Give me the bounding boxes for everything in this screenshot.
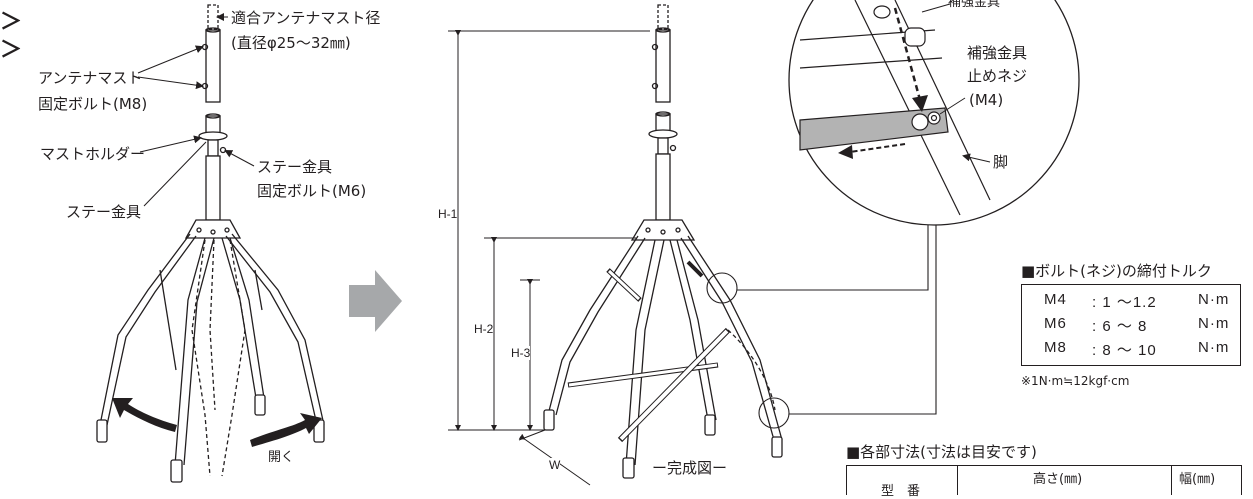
detail-circle <box>788 0 1080 226</box>
mark-2: ＞ <box>0 38 23 63</box>
torque-row: M4 : 1 〜1.2 N·m <box>1022 291 1240 313</box>
dimensions-heading: ■各部寸法(寸法は目安です) <box>846 443 1037 461</box>
transition-arrow <box>349 270 402 332</box>
col-width-header: 幅(㎜) <box>1179 472 1216 487</box>
right-stand <box>543 4 783 479</box>
mast-holder-label: マストホルダー <box>40 145 146 163</box>
mast-bolt-label-2: 固定ボルト(M8) <box>38 95 148 113</box>
open-label: 開く <box>268 450 295 465</box>
mast-bolt-label-1: アンテナマスト <box>38 69 143 87</box>
torque-size: M8 <box>1044 339 1067 356</box>
mast-diameter-label: 適合アンテナマスト径 <box>231 9 381 27</box>
reinforce-screw-label-3: (M4) <box>969 91 1004 109</box>
torque-heading: ■ボルト(ネジ)の締付トルク <box>1021 262 1212 280</box>
dim-h3-label: H-3 <box>511 346 531 360</box>
leg-label: 脚 <box>993 153 1009 171</box>
torque-row: M8 : 8 〜 10 N·m <box>1022 339 1240 361</box>
torque-size: M4 <box>1044 291 1067 308</box>
torque-value: : 8 〜 10 <box>1092 342 1157 359</box>
stay-fitting-label: ステー金具 <box>66 203 142 221</box>
stay-bolt-label-1: ステー金具 <box>257 158 333 176</box>
diagram-drawing <box>96 0 1080 486</box>
torque-unit: N·m <box>1198 315 1230 332</box>
callouts <box>706 225 937 429</box>
torque-value: : 6 〜 8 <box>1092 318 1148 335</box>
dimensions-table: 型 番 高さ(㎜) 幅(㎜) <box>846 465 1242 499</box>
left-leaders <box>137 13 255 207</box>
torque-note: ※1N·m≒12kgf·cm <box>1021 374 1130 388</box>
reinforce-top-label: 補強金具 <box>948 0 1001 10</box>
mast-diameter-value: (直径φ25〜32㎜) <box>231 34 351 52</box>
dim-h2-label: H-2 <box>474 322 494 336</box>
reinforce-screw-label-2: 止めネジ <box>967 67 1028 85</box>
stay-bolt-label-2: 固定ボルト(M6) <box>257 182 367 200</box>
col-model-header: 型 番 <box>881 484 921 499</box>
reinforce-screw-label-1: 補強金具 <box>967 44 1028 62</box>
col-height-header: 高さ(㎜) <box>1033 472 1083 487</box>
left-stand <box>96 4 325 483</box>
mark-1: ＞ <box>0 10 23 35</box>
open-arrows <box>112 398 322 447</box>
dim-h1-label: H-1 <box>438 207 458 221</box>
torque-unit: N·m <box>1198 339 1230 356</box>
torque-table: M4 : 1 〜1.2 N·m M6 : 6 〜 8 N·m M8 : 8 〜 … <box>1021 284 1241 366</box>
torque-unit: N·m <box>1198 291 1230 308</box>
completed-diagram-caption: ー完成図ー <box>652 459 728 477</box>
torque-row: M6 : 6 〜 8 N·m <box>1022 315 1240 337</box>
dim-w-label: W <box>549 458 561 472</box>
torque-size: M6 <box>1044 315 1067 332</box>
torque-value: : 1 〜1.2 <box>1092 294 1157 311</box>
